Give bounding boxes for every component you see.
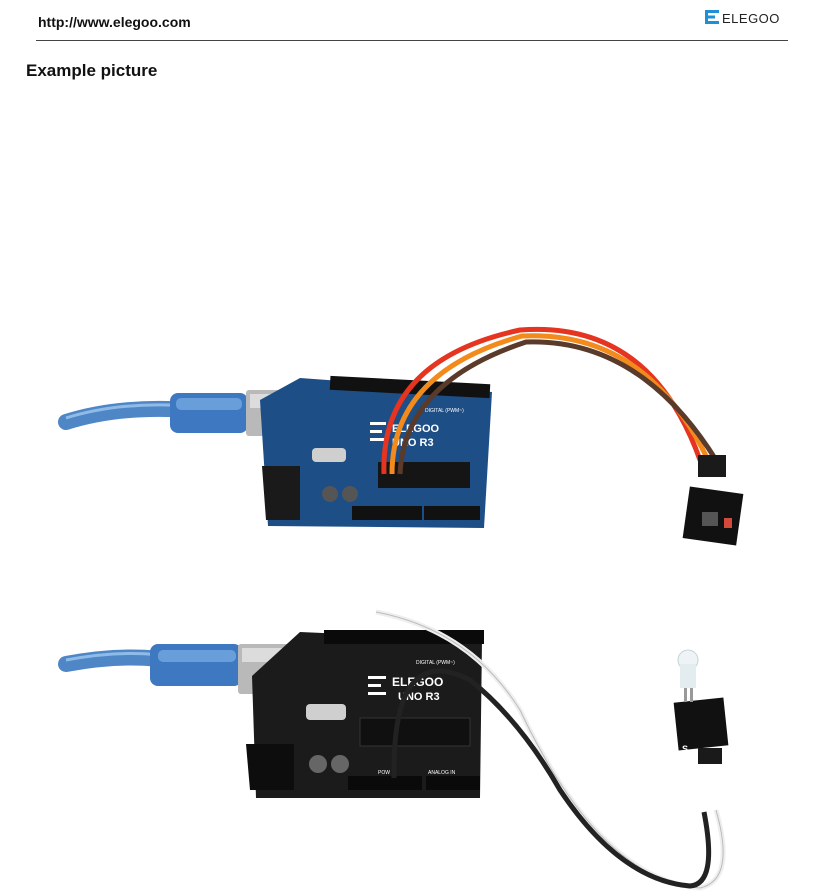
board-header-label: DIGITAL (PWM~) [425,408,464,414]
board-power-label: POW [378,770,390,776]
board-brand-label: ELEGOO [392,675,443,689]
board-brand-label: ELEGOO [392,423,440,435]
example-photo-black-board: ELEGOO UNO R3 DIGITAL (PWM~) POW ANALOG … [58,609,729,891]
example-photo-blue-board: ELEGOO UNO R3 DIGITAL (PWM~) [58,326,744,546]
header-divider [36,40,788,41]
module-pin-label: S [682,744,688,754]
board-logo-mark [368,676,386,695]
board-analog-label: ANALOG IN [428,770,456,776]
header-url: http://www.elegoo.com [38,14,191,30]
board-logo-mark [370,422,386,441]
elegoo-logo: ELEGOO [705,10,780,26]
section-title: Example picture [26,61,158,80]
board-header-label: DIGITAL (PWM~) [416,660,455,666]
logo-text: ELEGOO [722,11,780,26]
